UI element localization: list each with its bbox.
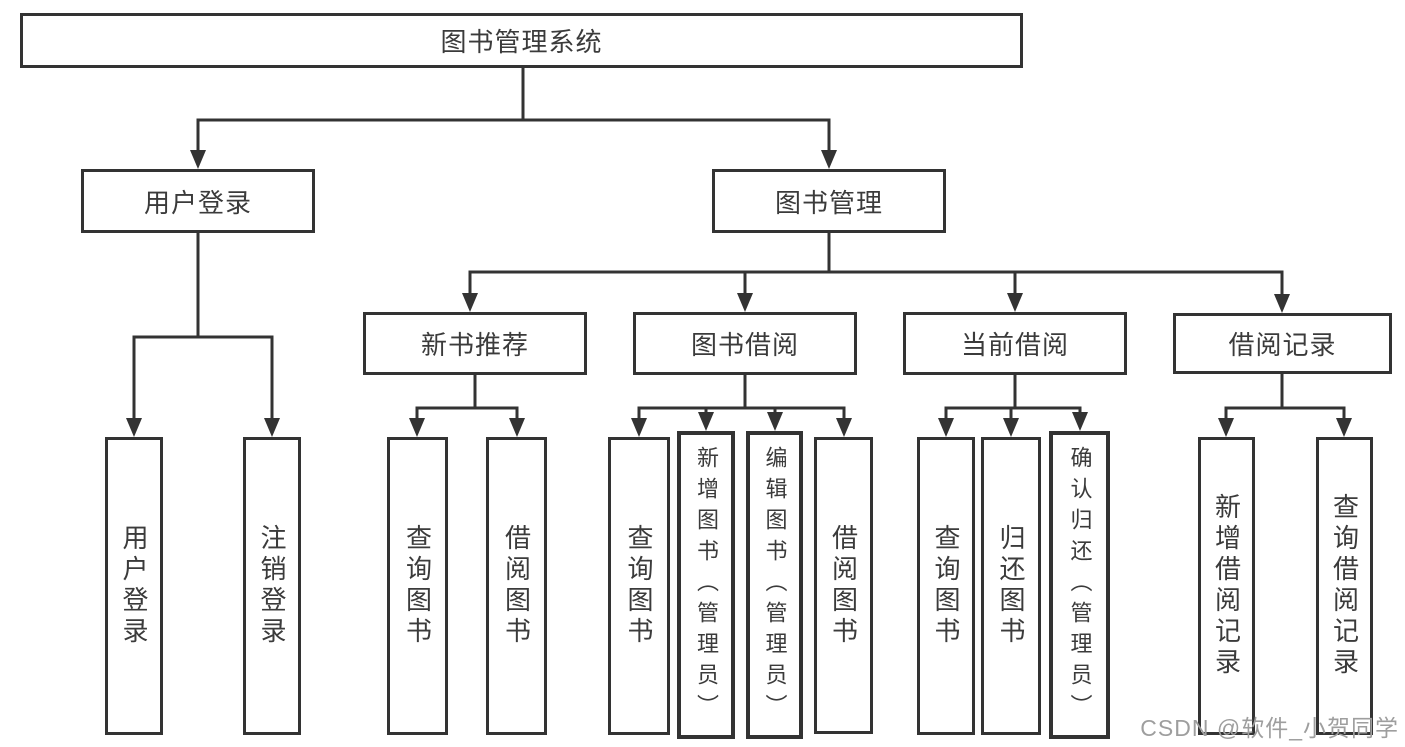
leaf-nb-borrow-label: 借阅图书 [501,524,532,648]
node-user-login-label: 用户登录 [143,187,252,218]
leaf-cb-query-label: 查询图书 [931,524,961,648]
leaf-cb-confirm-admin: 确认归还（管理员） [1049,431,1110,739]
leaf-cb-confirm-admin-label: 确认归还（管理员） [1067,445,1093,725]
leaf-cb-return-label: 归还图书 [996,524,1026,648]
leaf-bb-query-label: 查询图书 [624,524,654,648]
leaf-nb-query: 查询图书 [387,437,448,735]
watermark-text: CSDN @软件_小贺同学 [1140,715,1399,741]
leaf-nb-borrow: 借阅图书 [486,437,547,735]
node-current-borrow-label: 当前借阅 [960,330,1069,360]
leaf-bb-add-admin: 新增图书（管理员） [677,431,735,739]
leaf-cb-query: 查询图书 [917,437,975,735]
leaf-br-add-label: 新增借阅记录 [1211,493,1242,679]
leaf-logout-label: 注销登录 [257,524,287,648]
leaf-br-add: 新增借阅记录 [1198,437,1255,735]
node-root-label: 图书管理系统 [440,27,603,57]
leaf-bb-edit-admin-label: 编辑图书（管理员） [762,445,788,725]
leaf-logout: 注销登录 [243,437,301,735]
leaf-bb-borrow: 借阅图书 [814,437,873,734]
node-new-book-rec-label: 新书推荐 [420,330,529,360]
leaf-user-login: 用户登录 [105,437,163,735]
node-current-borrow: 当前借阅 [903,312,1127,375]
node-new-book-rec: 新书推荐 [363,312,587,375]
leaf-br-query-label: 查询借阅记录 [1329,493,1360,679]
node-book-mgmt-label: 图书管理 [774,187,883,218]
node-borrow-record-label: 借阅记录 [1228,330,1337,360]
node-book-borrow: 图书借阅 [633,312,857,375]
node-book-borrow-label: 图书借阅 [690,330,799,360]
node-user-login: 用户登录 [81,169,315,233]
leaf-bb-query: 查询图书 [608,437,670,735]
node-borrow-record: 借阅记录 [1173,313,1392,374]
node-root: 图书管理系统 [20,13,1023,68]
leaf-user-login-label: 用户登录 [119,524,149,648]
leaf-bb-edit-admin: 编辑图书（管理员） [746,431,803,739]
leaf-cb-return: 归还图书 [981,437,1041,735]
leaf-nb-query-label: 查询图书 [402,524,433,648]
node-book-mgmt: 图书管理 [712,169,946,233]
leaf-br-query: 查询借阅记录 [1316,437,1373,735]
leaf-bb-add-admin-label: 新增图书（管理员） [694,445,719,725]
leaf-bb-borrow-label: 借阅图书 [828,523,859,648]
